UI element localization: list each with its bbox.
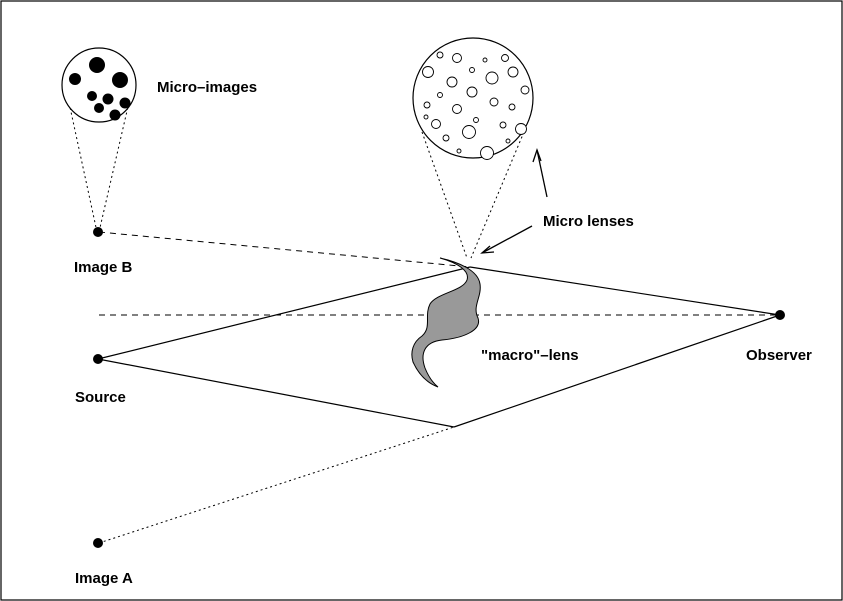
micro-lens	[452, 104, 462, 114]
micro-images-label: Micro–images	[157, 79, 257, 96]
micro-lens	[431, 119, 441, 129]
micro-lens	[520, 85, 530, 95]
ray-source-to-lens-bottom	[97, 358, 455, 428]
micro-image-dot	[94, 103, 104, 113]
micro-image-dot	[89, 57, 105, 73]
observer-point	[775, 310, 785, 320]
micro-image-dot	[112, 72, 128, 88]
ray-lens-top-to-observer	[469, 266, 781, 316]
micro-lens	[482, 57, 488, 63]
arrow-to-inset	[536, 149, 548, 198]
micro-lens	[515, 123, 527, 135]
micro-images-circle	[61, 47, 137, 123]
micro-lens	[499, 121, 507, 129]
arrow-head-lens	[480, 245, 495, 254]
source-label: Source	[75, 389, 126, 406]
micro-lens	[466, 86, 478, 98]
micro-lens	[480, 146, 494, 160]
micro-lenses-circle	[412, 37, 534, 159]
arrow-to-lens	[481, 225, 533, 254]
micro-lens	[456, 148, 462, 154]
micro-lenses-arrows	[480, 148, 548, 254]
ray-source-to-lens-top	[97, 266, 471, 360]
micro-lens	[452, 53, 462, 63]
image-a-point	[93, 538, 103, 548]
micro-lens	[485, 71, 499, 85]
micro-lens	[462, 125, 476, 139]
arrow-head-inset	[532, 148, 542, 163]
macro-lens-shape	[411, 257, 481, 388]
micro-images-inset	[61, 47, 137, 233]
micro-lens	[423, 114, 429, 120]
zoom-guide-left	[421, 131, 468, 259]
source-point	[93, 354, 103, 364]
micro-lens	[489, 97, 499, 107]
image-b-label: Image B	[74, 259, 133, 276]
observer-label: Observer	[746, 347, 812, 364]
micro-image-dot	[119, 97, 131, 109]
micro-lens	[507, 66, 519, 78]
micro-image-dot	[69, 73, 81, 85]
micro-lens	[501, 54, 509, 62]
micro-lens-circles	[422, 51, 530, 160]
macro-lens-label: "macro"–lens	[481, 347, 579, 364]
image-b-point	[93, 227, 103, 237]
micro-lenses-inset	[412, 37, 534, 259]
micro-lens	[423, 101, 431, 109]
micro-lens	[422, 66, 434, 78]
micro-lens	[437, 92, 443, 98]
micro-lens	[473, 117, 479, 123]
micro-lens	[505, 138, 511, 144]
micro-image-dot	[87, 91, 97, 101]
micro-image-dot	[102, 93, 114, 105]
micro-lenses-label: Micro lenses	[543, 213, 634, 230]
image-a-label: Image A	[75, 570, 133, 587]
micro-lens	[446, 76, 458, 88]
micro-lens	[469, 67, 475, 73]
micro-lens	[442, 134, 450, 142]
image-a-sightline	[98, 426, 455, 544]
micro-image-dot	[109, 109, 121, 121]
micro-lens	[508, 103, 516, 111]
micro-lens	[436, 51, 444, 59]
image-b-sightline	[98, 231, 471, 268]
ray-lens-bottom-to-observer	[453, 314, 781, 428]
